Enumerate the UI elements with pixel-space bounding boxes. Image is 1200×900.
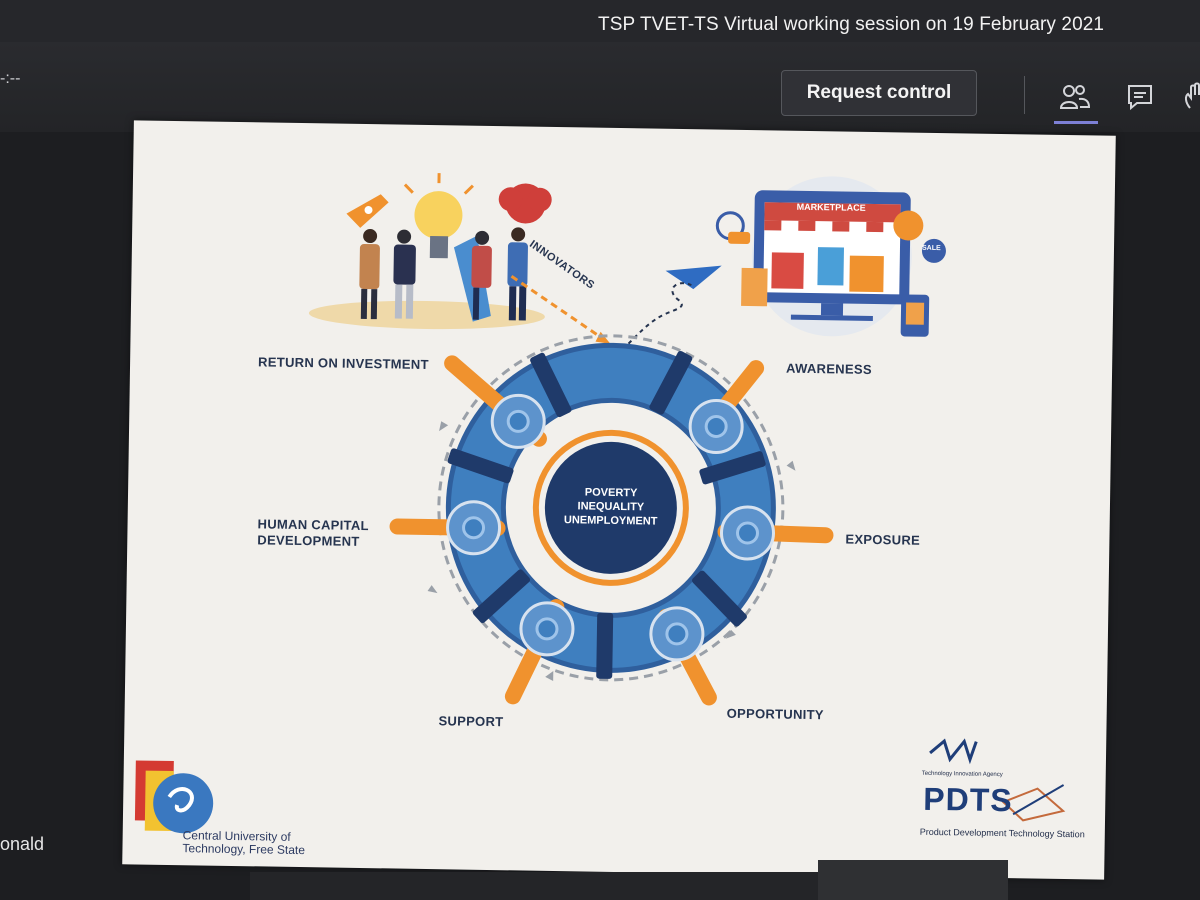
people-tab-indicator [1054,121,1098,124]
participant-name: onald [0,834,45,854]
ring-segments [447,350,766,679]
pdts-logo-text: PDTS [923,780,1013,819]
meeting-timer: -:-- [0,70,21,87]
meeting-title-bar: TSP TVET-TS Virtual working session on 1… [0,0,1200,42]
pdts-logo [929,738,1066,822]
center-text: POVERTY INEQUALITY UNEMPLOYMENT [563,486,658,528]
chat-icon[interactable] [1124,82,1158,112]
meeting-title: TSP TVET-TS Virtual working session on 1… [598,14,1105,35]
cut-logo [134,760,214,834]
marketplace-illustration [599,176,946,373]
innovators-arrow [510,275,606,341]
stage-human-capital-development: HUMAN CAPITAL DEVELOPMENT [257,516,369,549]
center-disc [544,441,677,574]
stage-return-on-investment: RETURN ON INVESTMENT [258,354,429,372]
innovation-cycle-diagram [134,173,1066,834]
innovators-illustration [308,173,552,330]
shared-presentation-slide: INNOVATORS MARKETPLACE SALE RETURN ON IN… [122,120,1116,880]
raise-hand-icon[interactable] [1182,82,1200,112]
bottom-strip [250,872,818,900]
tia-logo-text: Technology Innovation Agency [921,770,1003,779]
stage-opportunity: OPPORTUNITY [726,705,824,723]
meeting-toolbar [0,42,1200,132]
stage-exposure: EXPOSURE [845,531,921,548]
sale-label: SALE [921,244,941,253]
participant-video-tile[interactable] [818,860,1008,900]
people-icon[interactable] [1058,82,1092,112]
stage-support: SUPPORT [438,713,504,730]
marketplace-label: MARKETPLACE [796,201,866,213]
request-control-button[interactable]: Request control [781,70,977,116]
cut-logo-text: Central University of Technology, Free S… [182,828,306,858]
ring-hubs [389,355,834,706]
stage-awareness: AWARENESS [785,360,872,377]
cycle-dashed-path [437,334,785,682]
toolbar-divider [1024,76,1025,114]
